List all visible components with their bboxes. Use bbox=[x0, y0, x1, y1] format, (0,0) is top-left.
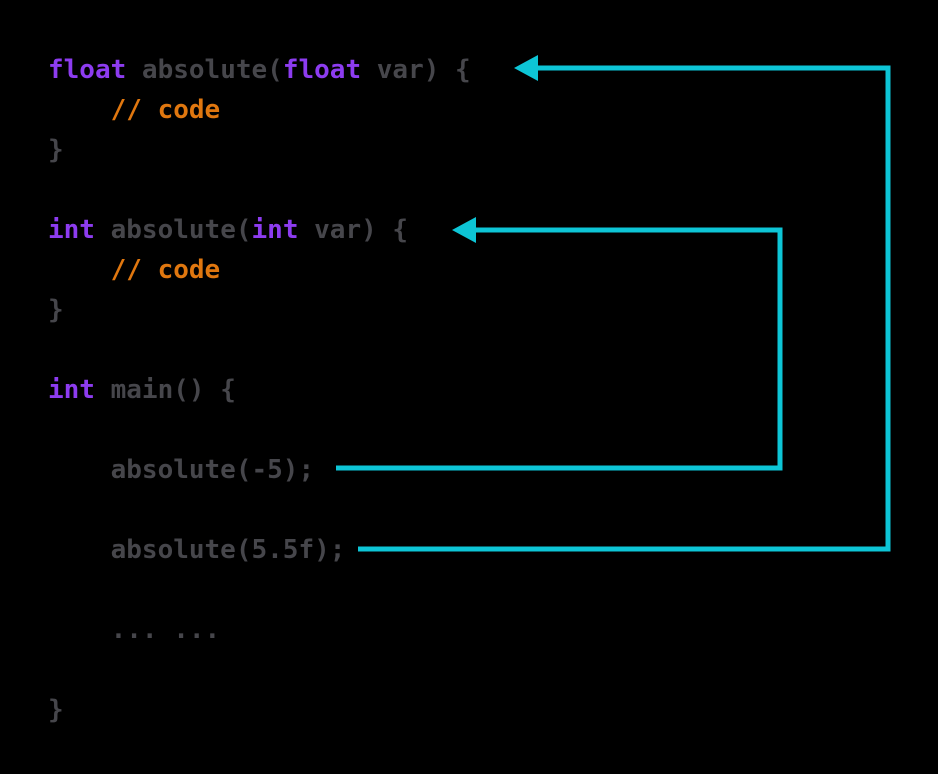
code-line-12 bbox=[48, 490, 471, 530]
code-line-6: // code bbox=[48, 250, 471, 290]
code-line-13: absolute(5.5f); bbox=[48, 530, 471, 570]
code-line-5: int absolute(int var) { bbox=[48, 210, 471, 250]
code-token: } bbox=[48, 695, 64, 725]
comment-token: // code bbox=[48, 255, 221, 285]
code-line-4 bbox=[48, 170, 471, 210]
code-token: var) { bbox=[361, 55, 471, 85]
keyword-token: int bbox=[48, 375, 95, 405]
keyword-token: int bbox=[251, 215, 299, 245]
code-line-3: } bbox=[48, 130, 471, 170]
code-block: float absolute(float var) { // code} int… bbox=[48, 50, 471, 730]
code-token: } bbox=[48, 135, 64, 165]
code-line-2: // code bbox=[48, 90, 471, 130]
code-line-17: } bbox=[48, 690, 471, 730]
code-token: } bbox=[48, 295, 64, 325]
code-token: var) { bbox=[298, 215, 409, 245]
keyword-token: float bbox=[282, 55, 362, 85]
comment-token: // code bbox=[48, 95, 221, 125]
code-token: absolute( bbox=[126, 55, 283, 85]
code-line-10 bbox=[48, 410, 471, 450]
code-token: absolute(5.5f); bbox=[48, 535, 346, 565]
code-line-9: int main() { bbox=[48, 370, 471, 410]
code-token: absolute( bbox=[94, 215, 252, 245]
code-line-11: absolute(-5); bbox=[48, 450, 471, 490]
float-call-arrowhead-icon bbox=[514, 55, 538, 81]
code-line-1: float absolute(float var) { bbox=[48, 50, 471, 90]
code-token: absolute(-5); bbox=[48, 455, 315, 485]
code-line-8 bbox=[48, 330, 471, 370]
code-token: ... ... bbox=[48, 615, 221, 645]
code-line-16 bbox=[48, 650, 471, 690]
code-line-15: ... ... bbox=[48, 610, 471, 650]
code-line-14 bbox=[48, 570, 471, 610]
code-line-7: } bbox=[48, 290, 471, 330]
keyword-token: float bbox=[48, 55, 127, 85]
keyword-token: int bbox=[48, 215, 95, 245]
code-token: main() { bbox=[94, 375, 236, 405]
